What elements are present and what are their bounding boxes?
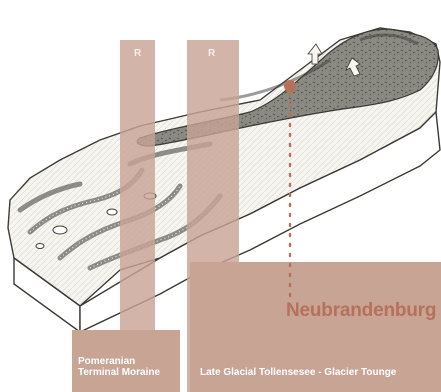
- moraine-label: Pomeranian Terminal Moraine: [78, 356, 160, 378]
- town-marker: [284, 80, 296, 92]
- r-tag-right: R: [208, 48, 215, 59]
- glacier-label: Late Glacial Tollensesee - Glacier Toung…: [200, 367, 396, 378]
- r-tag-left: R: [134, 48, 141, 59]
- moraine-label-line1: Pomeranian: [78, 356, 160, 367]
- moraine-label-line2: Terminal Moraine: [78, 367, 160, 378]
- town-label: Neubrandenburg: [286, 300, 436, 322]
